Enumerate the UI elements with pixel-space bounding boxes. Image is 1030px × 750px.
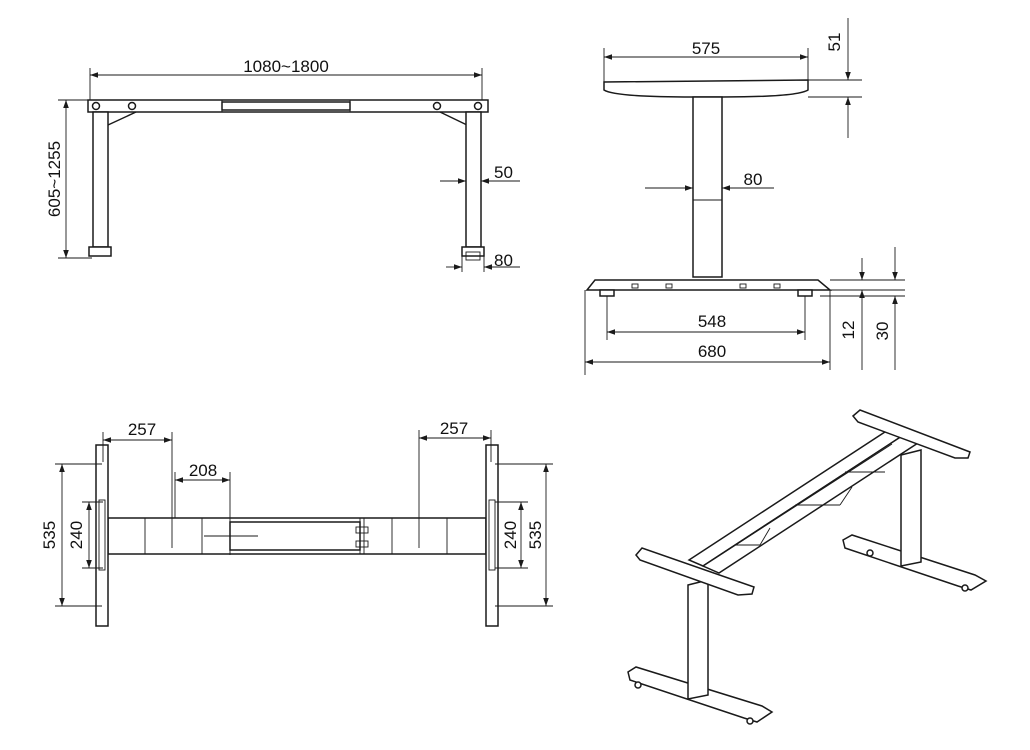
dim-side-column-width: 80 [645,170,774,191]
front-bolt-left-outer [91,101,101,111]
front-foot-right [461,246,485,257]
side-foot-length-label: 680 [698,342,726,361]
side-foot-thickness-label: 12 [839,321,858,340]
iso-leg-rear [900,449,922,567]
dim-top-left-inner: 240 [67,501,103,569]
isometric-view [627,409,988,725]
front-foot-width-label: 80 [494,251,513,270]
top-right-offset-label: 257 [440,419,468,438]
dim-front-leg-width: 50 [440,163,520,184]
dim-top-left-outer: 535 [40,463,102,607]
iso-leg-front [687,579,709,700]
front-height-label: 605~1255 [45,141,64,217]
dim-top-left-offset: 257 [102,420,173,548]
side-foot [585,279,833,291]
dim-top-slot-width: 208 [174,461,231,555]
dim-top-right-offset: 257 [418,419,492,548]
top-slot-width-label: 208 [189,461,217,480]
top-right-inner-label: 240 [501,521,520,549]
top-left-offset-label: 257 [128,420,156,439]
top-left-outer-label: 535 [40,521,59,549]
dim-side-foot-length: 680 [584,290,831,375]
side-column-width-label: 80 [744,170,763,189]
side-foot-pad-left [599,289,615,297]
side-foot-pad-right [797,289,813,297]
top-view-foot-left [95,444,109,627]
front-leg-left [92,111,109,248]
iso-top-bracket-front [635,547,755,596]
front-crossbar-extension [221,101,351,111]
side-view: 575 51 80 548 680 [584,18,905,375]
side-top-thickness-label: 51 [825,33,844,52]
front-width-label: 1080~1800 [243,57,329,76]
top-view-foot-right [485,444,499,627]
front-view: 1080~1800 605~1255 50 80 [45,57,520,272]
dim-side-pad-spacing: 548 [606,296,806,340]
front-leg-width-label: 50 [494,163,513,182]
dim-front-foot-width: 80 [446,251,520,272]
dim-side-foot-height: 30 [873,247,898,370]
front-bolt-right-inner [432,101,442,111]
dim-top-right-outer: 535 [495,463,553,607]
dim-side-top-width: 575 [603,39,809,82]
front-foot-left [88,246,112,257]
dim-front-height: 605~1255 [45,99,92,259]
top-right-outer-label: 535 [526,521,545,549]
front-bolt-left-inner [127,101,137,111]
side-pad-spacing-label: 548 [698,312,726,331]
side-top-bracket [603,79,809,98]
dim-side-foot-thickness: 12 [820,258,905,370]
side-foot-height-label: 30 [873,322,892,341]
iso-top-bracket-rear [851,409,971,459]
side-column [692,96,723,278]
front-bolt-right-outer [473,101,483,111]
side-top-width-label: 575 [692,39,720,58]
dim-front-width: 1080~1800 [89,57,483,100]
dim-top-right-inner: 240 [495,501,528,569]
top-left-inner-label: 240 [67,521,86,549]
top-view: 257 208 257 535 240 [40,419,553,627]
front-leg-right [465,111,482,248]
dim-side-top-thickness: 51 [808,18,862,138]
